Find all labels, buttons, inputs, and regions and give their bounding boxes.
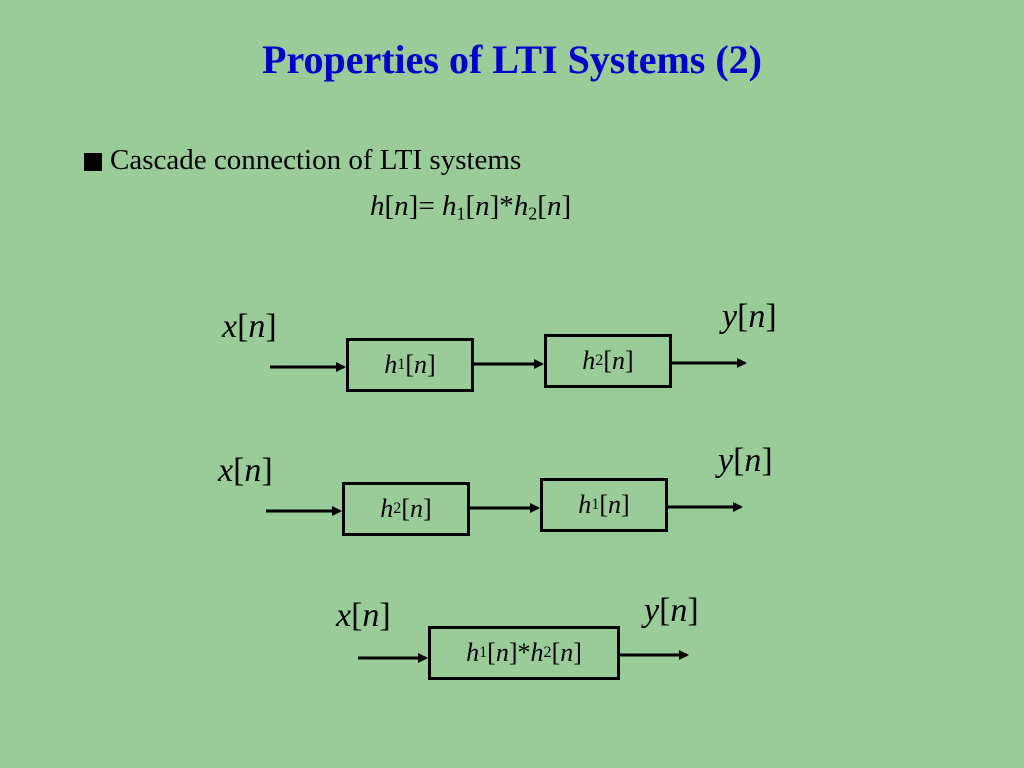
square-bullet-icon: [84, 152, 102, 171]
slide-title: Properties of LTI Systems (2): [262, 37, 762, 82]
input-signal-3: x[n]: [336, 597, 391, 634]
cascade-formula: h[n]= h1[n]*h2[n]: [370, 190, 572, 224]
output-signal-2: y[n]: [718, 442, 773, 479]
output-signal-1: y[n]: [722, 298, 777, 335]
input-signal-2: x[n]: [218, 452, 273, 489]
bullet-text: Cascade connection of LTI systems: [110, 144, 522, 176]
bullet-item: Cascade connection of LTI systems: [84, 144, 521, 177]
input-signal-1: x[n]: [222, 308, 277, 345]
output-signal-3: y[n]: [644, 592, 699, 629]
